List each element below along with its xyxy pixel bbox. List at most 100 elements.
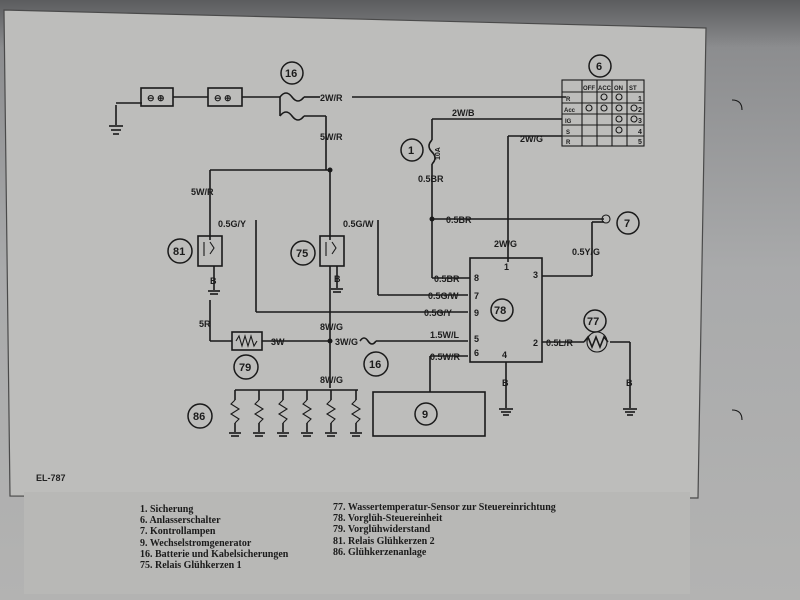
callout-16-top: 16	[285, 68, 297, 80]
glow-plug-system-86: 86	[187, 390, 362, 437]
ecu-pin: 4	[502, 350, 507, 360]
glow-plug	[350, 390, 362, 437]
relay-81: 81 B	[167, 235, 223, 295]
ecu-pin: 9	[474, 308, 479, 318]
switch-row: R	[566, 97, 571, 103]
wire-2wg-top: 2W/G	[520, 134, 543, 144]
wire-3w: 3W	[271, 337, 285, 347]
wire-5wr-top: 5W/R	[320, 132, 343, 142]
legend-item: 7. Kontrollampen	[140, 526, 216, 538]
legend-item: 1. Sicherung	[140, 504, 194, 515]
ecu-pin: 5	[474, 334, 479, 344]
wire-8wg-b: 8W/G	[320, 375, 343, 385]
wire-05lr: 0.5L/R	[546, 338, 574, 348]
glow-plug	[253, 390, 265, 437]
wire-05wr: 0.5W/R	[430, 352, 461, 362]
wire-05gw: 0.5G/W	[428, 291, 459, 301]
legend-item: 75. Relais Glühkerzen 1	[140, 560, 242, 572]
ecu-pin: 2	[533, 338, 538, 348]
callout-79: 79	[239, 362, 251, 374]
switch-terminal: 1	[638, 96, 642, 103]
svg-text:⊖ ⊕: ⊖ ⊕	[147, 93, 165, 103]
wire-05yg: 0.5Y/G	[572, 247, 600, 257]
punch-hole	[731, 409, 743, 421]
fuse-rating: 10A	[435, 147, 442, 160]
callout-78: 78	[494, 305, 506, 317]
ecu-pin: 8	[474, 273, 479, 283]
switch-terminal: 5	[638, 139, 642, 146]
fusible-link-16-lower	[359, 337, 377, 345]
wire-2wg-relay: 2W/G	[494, 239, 517, 249]
callout-9: 9	[422, 409, 428, 421]
wire-05gy-left: 0.5G/Y	[218, 219, 246, 229]
wire-15wl: 1.5W/L	[430, 330, 460, 340]
callout-16-lower: 16	[369, 359, 381, 371]
ecu-pin: 6	[474, 348, 479, 358]
water-temp-sensor-77: 77	[583, 309, 609, 353]
fusible-links-16: 16	[279, 61, 326, 121]
wire-05br-b: 0.5BR	[446, 215, 472, 225]
wire-5r: 5R	[199, 319, 211, 329]
wire-05gw-mid: 0.5G/W	[343, 219, 374, 229]
wire-05gy: 0.5G/Y	[424, 308, 452, 318]
glow-plug	[325, 390, 337, 437]
paper-lower	[24, 492, 690, 594]
wire-b-sensor: B	[626, 378, 633, 388]
alternator-9: 9	[372, 391, 486, 437]
figure-code: EL-787	[36, 473, 66, 483]
switch-terminal: 3	[638, 118, 642, 125]
wire-05br-c: 0.5BR	[434, 274, 460, 284]
switch-terminal: 4	[638, 129, 642, 136]
wire-8wg-a: 8W/G	[320, 322, 343, 332]
preheat-resistor-79: 79	[231, 331, 263, 380]
legend-item: 77. Wassertemperatur-Sensor zur Steuerei…	[333, 502, 556, 513]
switch-header-acc: ACC	[598, 86, 612, 92]
glow-plug	[301, 390, 313, 437]
wire-3wg: 3W/G	[335, 337, 358, 347]
legend-item: 16. Batterie und Kabelsicherungen	[140, 548, 289, 560]
battery: ⊖ ⊕ ⊖ ⊕	[109, 87, 280, 135]
switch-header-st: ST	[629, 86, 637, 92]
legend-right: 77. Wassertemperatur-Sensor zur Steuerei…	[333, 502, 556, 558]
wire-5wr-left: 5W/R	[191, 187, 214, 197]
callout-6: 6	[596, 61, 602, 73]
wire-2wr: 2W/R	[320, 93, 343, 103]
callout-77: 77	[587, 316, 599, 328]
switch-row: S	[566, 130, 570, 136]
ecu-pin: 1	[504, 262, 509, 272]
switch-row: IG	[565, 119, 572, 125]
paper-sheet	[3, 9, 707, 499]
switch-header-on: ON	[614, 86, 623, 92]
legend-item: 86. Glühkerzenanlage	[333, 546, 427, 558]
legend-left: 1. Sicherung 6. Anlasserschalter 7. Kont…	[140, 504, 288, 571]
legend-item: 81. Relais Glühkerzen 2	[333, 535, 435, 547]
svg-text:⊖ ⊕: ⊖ ⊕	[214, 93, 232, 103]
relay-75: 75 B	[290, 235, 345, 293]
switch-terminal: 2	[638, 107, 642, 114]
callout-7: 7	[624, 218, 630, 230]
glow-plug	[229, 390, 241, 437]
callout-86: 86	[193, 411, 205, 423]
punch-hole	[731, 99, 743, 111]
legend-item: 6. Anlasserschalter	[140, 515, 221, 527]
switch-row: Acc	[564, 108, 576, 114]
wire-b-75: B	[334, 274, 341, 284]
callout-81: 81	[173, 246, 185, 258]
callout-1: 1	[408, 145, 414, 157]
wire-2wb: 2W/B	[452, 108, 475, 118]
ignition-switch-6: OFF ACC ON ST R Acc IG S R 1 2 3 4 5 6	[561, 54, 645, 147]
ecu-pin: 3	[533, 270, 538, 280]
switch-header-off: OFF	[583, 86, 595, 92]
wire-b-81: B	[210, 276, 217, 286]
legend-item: 79. Vorglühwiderstand	[333, 524, 431, 536]
switch-row: R	[566, 140, 571, 146]
wire-05br-a: 0.5BR	[418, 174, 444, 184]
ecu-pin: 7	[474, 291, 479, 301]
fuse-1: 10A 1	[400, 138, 442, 165]
wire-b-ecu: B	[502, 378, 509, 388]
callout-75: 75	[296, 248, 308, 260]
legend-item: 9. Wechselstromgenerator	[140, 537, 252, 549]
glow-plug	[277, 390, 289, 437]
